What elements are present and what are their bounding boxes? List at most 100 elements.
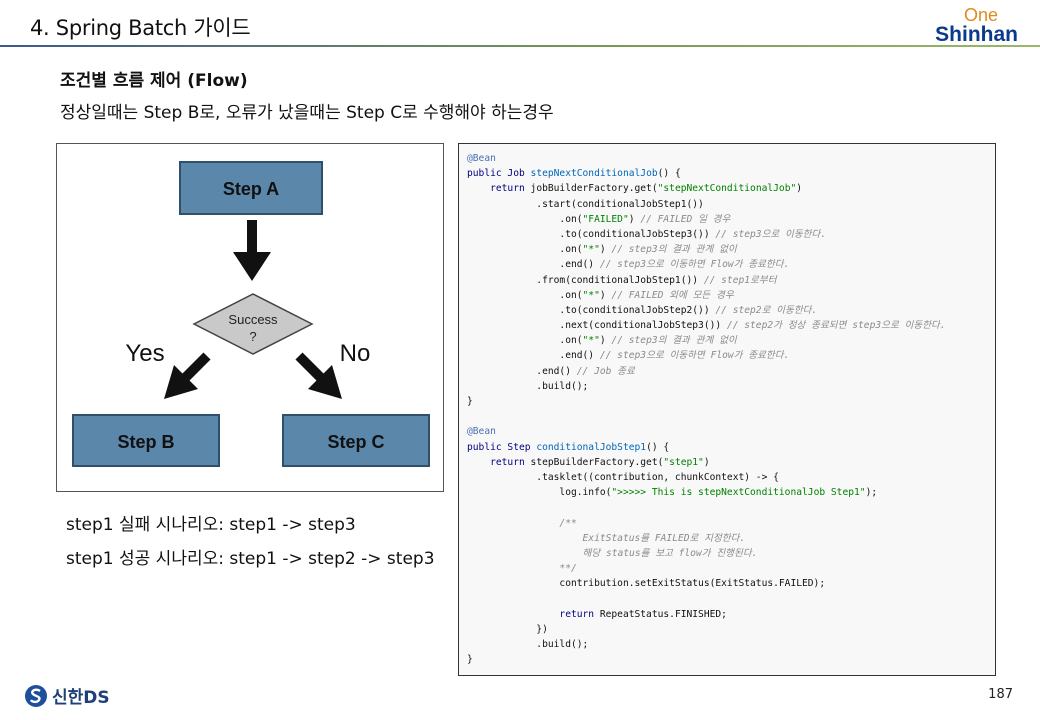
flow-diagram: Step A Success ? Yes No Step B Step C — [56, 143, 444, 492]
code-token: .build(); — [467, 639, 589, 650]
code-token: ) — [796, 183, 803, 195]
code-token: // FAILED 일 경우 — [640, 213, 731, 225]
code-line: .to(conditionalJobStep2()) // step2로 이동한… — [467, 303, 987, 318]
code-token: .next(conditionalJobStep3()) — [467, 320, 727, 332]
decision-label-line1: Success — [228, 312, 278, 327]
code-token: // Job 종료 — [576, 365, 635, 377]
code-line: .end() // step3으로 이동하면 Flow가 종료한다. — [467, 348, 987, 363]
code-token: .to(conditionalJobStep2()) — [467, 304, 716, 316]
code-line: .build(); — [467, 379, 987, 394]
code-token: } — [467, 396, 473, 407]
code-token: ); — [865, 487, 878, 499]
code-line: return RepeatStatus.FINISHED; — [467, 607, 987, 622]
code-token: .build(); — [467, 380, 589, 392]
code-line: return jobBuilderFactory.get("stepNextCo… — [467, 181, 987, 196]
logo-shinhan-text: Shinhan — [935, 23, 1018, 46]
step-b-label: Step B — [117, 432, 174, 452]
footer-logo-text: 신한DS — [52, 688, 110, 708]
code-line: ExitStatus를 FAILED로 지정한다. — [467, 531, 987, 546]
section-description: 정상일때는 Step B로, 오류가 났을때는 Step C로 수행해야 하는경… — [60, 103, 554, 123]
code-token: // step3으로 이동하면 Flow가 종료한다. — [599, 259, 790, 271]
code-token: stepNextConditionalJob — [530, 168, 658, 180]
code-block: @Bean public Job stepNextConditionalJob()… — [458, 143, 996, 676]
code-token: .end() — [467, 350, 600, 362]
code-token: return — [490, 456, 525, 468]
code-line: .next(conditionalJobStep3()) // step2가 정… — [467, 318, 987, 333]
code-token: conditionalJobStep1 — [536, 441, 647, 453]
code-line: .on("FAILED") // FAILED 일 경우 — [467, 212, 987, 227]
code-token — [467, 183, 490, 194]
step-c-box — [282, 414, 430, 467]
code-line: } — [467, 394, 987, 409]
section-subtitle: 조건별 흐름 제어 (Flow) — [60, 71, 248, 91]
logo-one-text: One — [963, 5, 998, 25]
code-token: "stepNextConditionalJob" — [657, 183, 797, 195]
code-token: }) — [467, 623, 548, 635]
code-line: return stepBuilderFactory.get("step1") — [467, 455, 987, 470]
code-token: "*" — [582, 335, 600, 347]
code-token: .on( — [467, 289, 583, 301]
code-token: // step3의 결과 관계 없이 — [611, 335, 737, 347]
code-line — [467, 500, 987, 515]
yes-label: Yes — [125, 340, 164, 367]
code-token: .start(conditionalJobStep1()) — [467, 198, 704, 210]
code-token: } — [467, 654, 473, 666]
code-token: ) — [703, 456, 710, 468]
code-token: @Bean — [467, 153, 496, 164]
code-token: .on( — [467, 213, 583, 225]
arrow-left-down-icon — [164, 352, 211, 399]
code-token: public Step — [467, 441, 537, 453]
code-line: **/ — [467, 561, 987, 576]
code-token: 해당 status를 보고 flow가 진행된다. — [467, 547, 758, 559]
code-token: // step3으로 이동한다. — [715, 228, 827, 240]
code-token: // step2로 이동한다. — [715, 304, 818, 316]
code-token: stepBuilderFactory.get( — [524, 456, 664, 468]
step-a-box — [179, 161, 323, 215]
code-token: // step3으로 이동하면 Flow가 종료한다. — [599, 350, 790, 362]
code-line: 해당 status를 보고 flow가 진행된다. — [467, 546, 987, 561]
code-token: "step1" — [663, 456, 704, 468]
code-token: .end() — [467, 259, 600, 271]
code-token: .tasklet((contribution, chunkContext) ->… — [467, 471, 779, 483]
code-token: ) — [628, 213, 641, 225]
code-line: .on("*") // FAILED 외에 모든 경우 — [467, 288, 987, 303]
code-token: jobBuilderFactory.get( — [524, 183, 658, 195]
code-line: .end() // Job 종료 — [467, 364, 987, 379]
code-token: .to(conditionalJobStep3()) — [467, 228, 716, 240]
step-a-label: Step A — [223, 179, 279, 199]
code-line: .on("*") // step3의 결과 관계 없이 — [467, 242, 987, 257]
footer-logo: 신한DS — [24, 683, 110, 708]
code-token: **/ — [467, 563, 577, 575]
code-token: // step1로부터 — [703, 274, 777, 286]
page-title: 4. Spring Batch 가이드 — [30, 16, 251, 40]
code-token: contribution.setExitStatus(ExitStatus.FA… — [467, 578, 826, 590]
header-divider — [0, 45, 1040, 47]
code-line: public Job stepNextConditionalJob() { — [467, 166, 987, 181]
code-token — [467, 457, 490, 468]
code-token: // step2가 정상 종료되면 step3으로 이동한다. — [726, 320, 946, 332]
step-c-label: Step C — [327, 432, 384, 452]
code-line: .from(conditionalJobStep1()) // step1로부터 — [467, 273, 987, 288]
code-line: public Step conditionalJobStep1() { — [467, 440, 987, 455]
code-token: .on( — [467, 335, 583, 347]
code-line: } — [467, 652, 987, 667]
code-line: @Bean — [467, 424, 987, 439]
code-token: .end() — [467, 365, 577, 377]
code-token: ) — [599, 289, 612, 301]
code-token: // step3의 결과 관계 없이 — [611, 244, 737, 256]
code-token: () { — [657, 168, 681, 180]
code-line: contribution.setExitStatus(ExitStatus.FA… — [467, 576, 987, 591]
code-token: ">>>>> This is stepNextConditionalJob St… — [611, 487, 866, 499]
code-token: ) — [599, 335, 612, 347]
no-label: No — [340, 340, 371, 367]
code-token: public Job — [467, 168, 531, 180]
code-line: .build(); — [467, 637, 987, 652]
arrow-right-down-icon — [295, 352, 342, 399]
code-line: log.info(">>>>> This is stepNextConditio… — [467, 485, 987, 500]
flow-diagram-svg: Step A Success ? Yes No Step B Step C — [72, 161, 430, 467]
code-line: .tasklet((contribution, chunkContext) ->… — [467, 470, 987, 485]
code-line: }) — [467, 622, 987, 637]
code-line: /** — [467, 516, 987, 531]
code-line: .on("*") // step3의 결과 관계 없이 — [467, 333, 987, 348]
code-token: // FAILED 외에 모든 경우 — [611, 289, 734, 301]
